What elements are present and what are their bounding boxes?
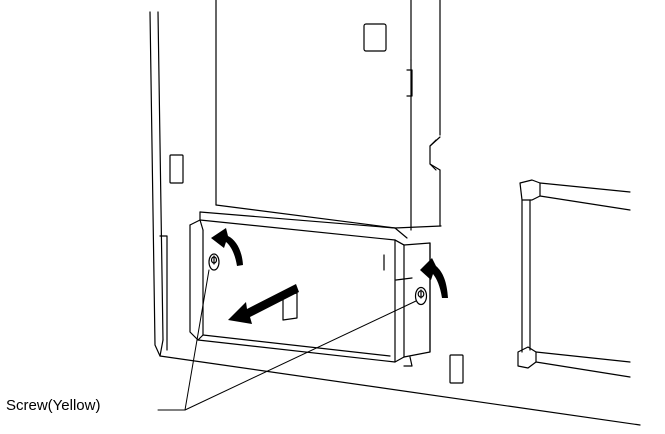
rotate-arrow-icon xyxy=(420,258,448,298)
screw-icon xyxy=(416,288,427,305)
screw-icon xyxy=(209,254,219,270)
upper-housing xyxy=(216,0,441,238)
rotate-arrow-icon xyxy=(211,228,243,266)
pull-out-arrow-icon xyxy=(228,284,299,324)
callout-leader xyxy=(158,270,416,410)
side-slot xyxy=(170,155,183,183)
printer-body xyxy=(150,12,640,425)
side-panel xyxy=(518,180,630,377)
housing-window xyxy=(364,24,386,51)
screw-callout-label: Screw(Yellow) xyxy=(6,397,101,414)
chassis-slot xyxy=(450,355,463,383)
